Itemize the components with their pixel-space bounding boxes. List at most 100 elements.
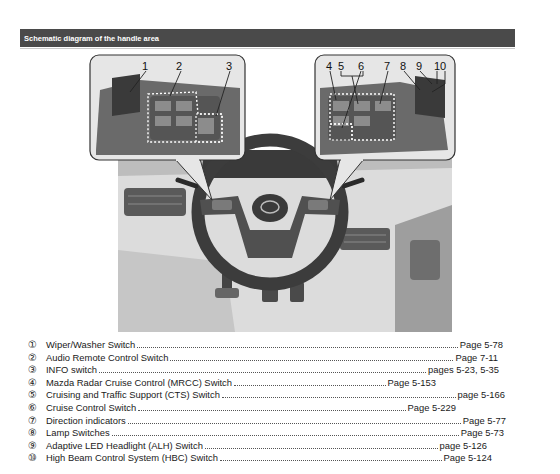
callout-number: ⑩ [28,452,46,464]
inset-box [90,55,245,160]
vent-slat [344,235,386,236]
leader-line [432,71,445,92]
header-rule [20,48,515,49]
page-reference: Page 5-153 [388,377,436,389]
callout-number: 6 [358,61,364,72]
part-name: Cruise Control Switch [46,402,136,414]
list-row: ④Mazda Radar Cruise Control (MRCC) Switc… [28,377,436,389]
list-row: ⑦Direction indicatorsPage 5-77 [28,415,506,427]
part-name: Lamp Switches [46,427,110,439]
vent-slat [128,196,182,197]
list-row: ⑨Adaptive LED Headlight (ALH) Switch page… [28,440,487,452]
leader-line [130,71,146,92]
inset-pointer [330,159,364,200]
right-stalk [344,180,362,186]
leader-line [216,71,230,116]
left-spoke-switches [212,200,232,210]
dotted-outline [196,114,222,142]
list-row: ⑤Cruising and Traffic Support (CTS) Swit… [28,389,505,401]
dot-leader [220,460,442,461]
button [333,101,349,111]
door-panel [395,205,452,332]
page-reference: Page 5-77 [463,415,506,427]
list-row: ②Audio Remote Control SwitchPage 7-11 [28,352,498,364]
title-text: Schematic diagram of the handle area [24,34,159,43]
page-reference: Page 7-11 [455,352,498,364]
button [375,101,391,111]
button [176,116,192,126]
dot-leader [112,435,459,436]
air-vent [124,188,186,216]
callout-number: 3 [226,61,232,72]
air-vent [340,228,390,250]
dot-leader [234,385,386,386]
part-name: Cruising and Traffic Support (CTS) Switc… [46,389,220,401]
header-bar [20,29,515,47]
dot-leader [137,347,457,348]
leader-line [330,71,336,100]
dot-leader [138,410,405,411]
wheel-hub [252,194,288,222]
inset-pointer [175,159,212,200]
leader-line [404,71,420,90]
callout-number: 10 [434,61,446,72]
right-spoke-switches [308,200,328,210]
part-name: Wiper/Washer Switch [46,339,135,351]
page-reference: Page 5-124 [444,452,492,464]
inset-join [176,158,199,161]
dotted-outline [330,124,352,140]
callout-number: ⑥ [28,402,46,414]
dot-leader [99,372,426,373]
callout-number: 4 [326,61,332,72]
list-row: ⑥Cruise Control Switch Page 5-229 [28,402,456,414]
page-reference: page 5-126 [440,440,487,452]
door-switches [410,240,440,280]
button [176,101,192,111]
leader-line [380,71,388,104]
leader-line [342,71,361,128]
vent-slat [128,204,182,205]
part-name: Adaptive LED Headlight (ALH) Switch [46,440,203,452]
part-name: INFO switch [46,364,97,376]
dot-leader [128,423,461,424]
button [354,101,370,111]
list-row: ⑩High Beam Control System (HBC) Switch Pa… [28,452,492,464]
button [354,116,370,126]
list-row: ①Wiper/Washer Switch Page 5-78 [28,339,503,351]
stalk-end [112,74,140,116]
page-reference: pages 5-23, 5-35 [428,364,499,376]
callout-number: ① [28,339,46,351]
callout-number: ⑨ [28,440,46,452]
dot-leader [222,397,456,398]
vent-slat [344,242,386,243]
logo [261,201,279,213]
list-row: ⑧Lamp SwitchesPage 5-73 [28,427,504,439]
callout-number: 5 [338,61,344,72]
part-name: High Beam Control System (HBC) Switch [46,452,218,464]
page-reference: Page 5-78 [460,339,503,351]
part-name: Mazda Radar Cruise Control (MRCC) Switch [46,377,232,389]
switch-panel [150,96,220,140]
dotted-outline [148,92,222,142]
callout-number: 1 [142,61,148,72]
callout-number: ④ [28,377,46,389]
leader-line [170,71,181,96]
page-reference: Page 5-229 [408,402,456,414]
dot-leader [170,360,453,361]
callout-number: ⑤ [28,389,46,401]
left-stalk [178,180,196,186]
callout-number: ② [28,352,46,364]
dotted-outline [330,94,394,140]
callout-number: ⑦ [28,415,46,427]
callout-number: 2 [176,61,182,72]
button [155,116,171,126]
switch-panel [328,96,396,140]
callout-number: 8 [400,61,406,72]
inset-join [341,158,363,161]
button [155,101,171,111]
shift-base [215,288,239,298]
dot-leader [205,448,438,449]
callout-number: 9 [416,61,422,72]
leader-line [420,71,432,84]
